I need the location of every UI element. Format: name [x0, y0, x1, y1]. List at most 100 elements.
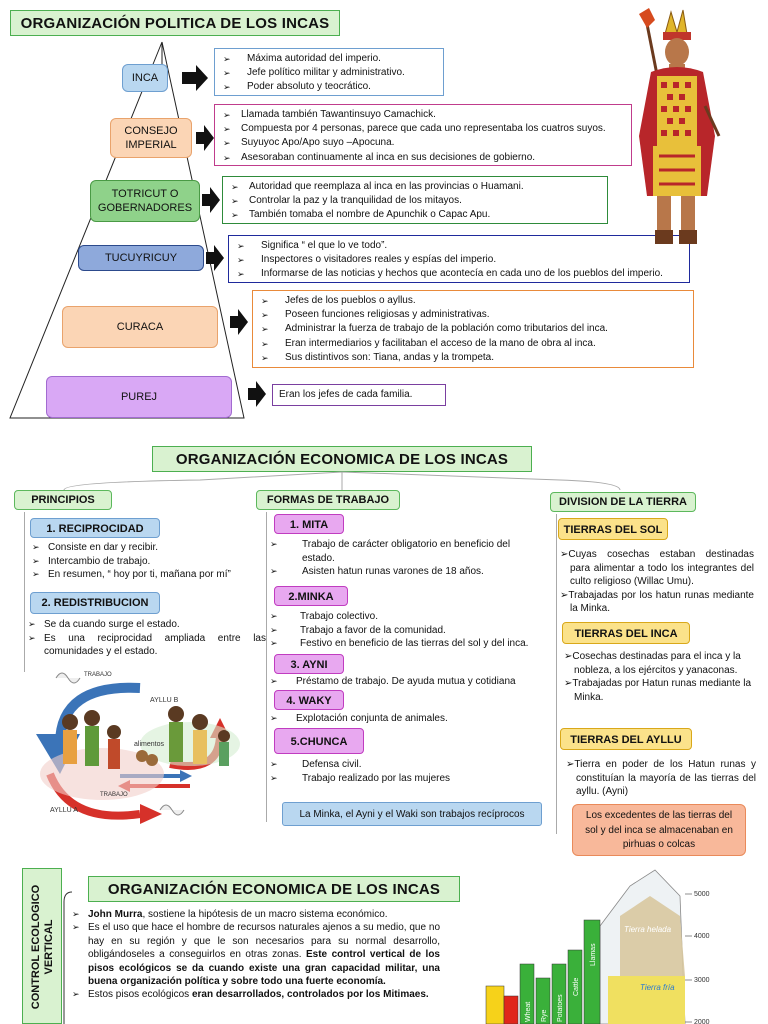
chunca-list: Defensa civil. Trabajo realizado por las… [268, 758, 548, 785]
list-item: Trabajo realizado por las mujeres [268, 772, 548, 786]
illus-ayllu-b: AYLLU B [150, 697, 179, 704]
illus-ayllu-a: AYLLU A [50, 807, 78, 814]
list-item: Llamada también Tawantinsuyo Camachick. [223, 108, 623, 122]
desc-consejo: Llamada también Tawantinsuyo Camachick. … [214, 104, 632, 166]
brace-connector [63, 891, 73, 1024]
list-item: Defensa civil. [268, 758, 548, 772]
level-label: TUCUYRICUY [104, 251, 178, 264]
arrow-right-icon [196, 125, 214, 151]
list-item: Compuesta por 4 personas, parece que cad… [223, 122, 623, 136]
arrow-right-icon [230, 309, 248, 335]
list-item: ➢Trabajadas por los hatun runas mediante… [560, 589, 754, 615]
level-purej[interactable]: PUREJ [46, 376, 232, 418]
level-consejo-imperial[interactable]: CONSEJO IMPERIAL [110, 118, 192, 158]
economic-title: ORGANIZACIÓN ECONOMICA DE LOS INCAS [152, 446, 532, 472]
list-item: Significa “ el que lo ve todo”. [237, 239, 681, 253]
list-item: Sus distintivos son: Tiana, andas y la t… [261, 351, 685, 365]
level-curaca[interactable]: CURACA [62, 306, 218, 348]
illus-trabajo-top: TRABAJO [84, 672, 112, 678]
desc-tucuyricuy: Significa “ el que lo ve todo”. Inspecto… [228, 235, 690, 283]
list-item: Jefes de los pueblos o ayllus. [261, 294, 685, 308]
header-principios: PRINCIPIOS [14, 490, 112, 510]
vertical-text: John Murra, sostiene la hipótesis de un … [70, 908, 440, 1002]
list-item: Administrar la fuerza de trabajo de la p… [261, 322, 685, 336]
altitude-label: 5000 [694, 891, 710, 898]
tag-reciprocidad: 1. RECIPROCIDAD [30, 518, 160, 538]
inca-list: ➢Cosechas destinadas para el inca y la n… [562, 650, 756, 704]
ecological-floors-figure: 5000 4000 3000 2000 Tierra helada Tierra… [485, 869, 710, 1024]
list-item: Préstamo de trabajo. De ayuda mutua y co… [268, 675, 548, 689]
header-division: DIVISION DE LA TIERRA [550, 492, 696, 512]
desc-purej: Eran los jefes de cada familia. [272, 384, 446, 406]
list-item: Eran intermediarios y facilitaban el acc… [261, 337, 685, 351]
crop-label: Rye [541, 1009, 548, 1022]
crop-label: Llamas [590, 943, 597, 966]
list-item: Trabajo de carácter obligatorio en benef… [268, 538, 532, 565]
desc-totricut: Autoridad que reemplaza al inca en las p… [222, 176, 608, 224]
altitude-label: 4000 [694, 933, 710, 940]
list-item: Es el uso que hace el hombre de recursos… [70, 921, 440, 988]
list-item: ➢Cosechas destinadas para el inca y la n… [564, 651, 741, 676]
political-title: ORGANIZACIÓN POLITICA DE LOS INCAS [10, 10, 340, 36]
zone-label: Tierra fría [640, 983, 675, 992]
redistribucion-list: Se da cuando surge el estado. Es una rec… [26, 618, 266, 659]
tag-tierras-sol: TIERRAS DEL SOL [558, 518, 668, 540]
ayllu-list: ➢Tierra en poder de los Hatun runas y co… [564, 758, 756, 799]
list-item: Jefe político militar y administrativo. [223, 66, 435, 80]
sol-list: ➢Cuyas cosechas estaban destinadas para … [558, 548, 754, 616]
list-item: Explotación conjunta de animales. [268, 712, 548, 726]
list-item: Estos pisos ecológicos eran desarrollado… [70, 988, 440, 1002]
level-label: CONSEJO IMPERIAL [124, 124, 178, 151]
tag-mita: 1. MITA [274, 514, 344, 534]
desc-curaca: Jefes de los pueblos o ayllus. Poseen fu… [252, 290, 694, 368]
list-item: Informarse de las noticias y hechos que … [237, 267, 681, 281]
desc-inca: Máxima autoridad del imperio. Jefe polít… [214, 48, 444, 96]
level-label: INCA [131, 71, 159, 84]
list-item: Consiste en dar y recibir. [30, 541, 260, 555]
list-item: ➢Cuyas cosechas estaban destinadas para … [560, 549, 754, 588]
list-item: Festivo en beneficio de las tierras del … [268, 637, 548, 651]
level-tucuyricuy[interactable]: TUCUYRICUY [78, 245, 204, 271]
altitude-label: 3000 [694, 977, 710, 984]
level-totricut[interactable]: TOTRICUT O GOBERNADORES [90, 180, 200, 222]
tag-tierras-ayllu: TIERRAS DEL AYLLU [560, 728, 692, 750]
level-inca[interactable]: INCA [122, 64, 168, 92]
altitude-label: 2000 [694, 1019, 710, 1024]
arrow-right-icon [248, 381, 266, 407]
list-item: Es una reciprocidad ampliada entre las c… [26, 632, 266, 659]
list-item: Trabajo colectivo. [268, 610, 548, 624]
arrows-political [182, 65, 266, 407]
level-label: PUREJ [120, 390, 158, 403]
level-label: TOTRICUT O GOBERNADORES [97, 187, 193, 214]
list-item: Trabajo a favor de la comunidad. [268, 624, 548, 638]
list-item: John Murra, sostiene la hipótesis de un … [70, 908, 440, 922]
mita-list: Trabajo de carácter obligatorio en benef… [268, 538, 532, 579]
vertical-side-label: CONTROL ECOLOGICO VERTICAL [22, 868, 62, 1024]
division-note: Los excedentes de las tierras del sol y … [572, 804, 746, 856]
crop-label: Potatoes [557, 994, 564, 1022]
list-item: Poseen funciones religiosas y administra… [261, 308, 685, 322]
ayni-list: Préstamo de trabajo. De ayuda mutua y co… [268, 675, 548, 689]
tag-ayni: 3. AYNI [274, 654, 344, 674]
list-item: Se da cuando surge el estado. [26, 618, 266, 632]
tag-tierras-inca: TIERRAS DEL INCA [562, 622, 690, 644]
tag-waky: 4. WAKY [274, 690, 344, 710]
waky-list: Explotación conjunta de animales. [268, 712, 548, 726]
arrow-right-icon [206, 245, 224, 271]
list-item: ➢Trabajadas por Hatun runas mediante la … [564, 678, 752, 703]
list-item: ➢Tierra en poder de los Hatun runas y co… [566, 759, 756, 798]
arrow-right-icon [202, 187, 220, 213]
minka-list: Trabajo colectivo. Trabajo a favor de la… [268, 610, 548, 651]
tag-redistribucion: 2. REDISTRIBUCION [30, 592, 160, 614]
list-item: Intercambio de trabajo. [30, 555, 260, 569]
list-item: Máxima autoridad del imperio. [223, 52, 435, 66]
crop-label: Wheat [525, 1002, 532, 1022]
formas-note: La Minka, el Ayni y el Waki son trabajos… [282, 802, 542, 826]
list-item: Suyuyoc Apo/Apo suyo –Apocuna. [223, 136, 623, 150]
zone-label: Tierra helada [624, 925, 672, 934]
list-item: Autoridad que reemplaza al inca en las p… [231, 180, 599, 194]
crop-label: Cattle [573, 978, 580, 996]
tag-minka: 2.MINKA [274, 586, 348, 606]
reciprocidad-list: Consiste en dar y recibir. Intercambio d… [30, 541, 260, 582]
list-item: Eran los jefes de cada familia. [279, 389, 413, 400]
